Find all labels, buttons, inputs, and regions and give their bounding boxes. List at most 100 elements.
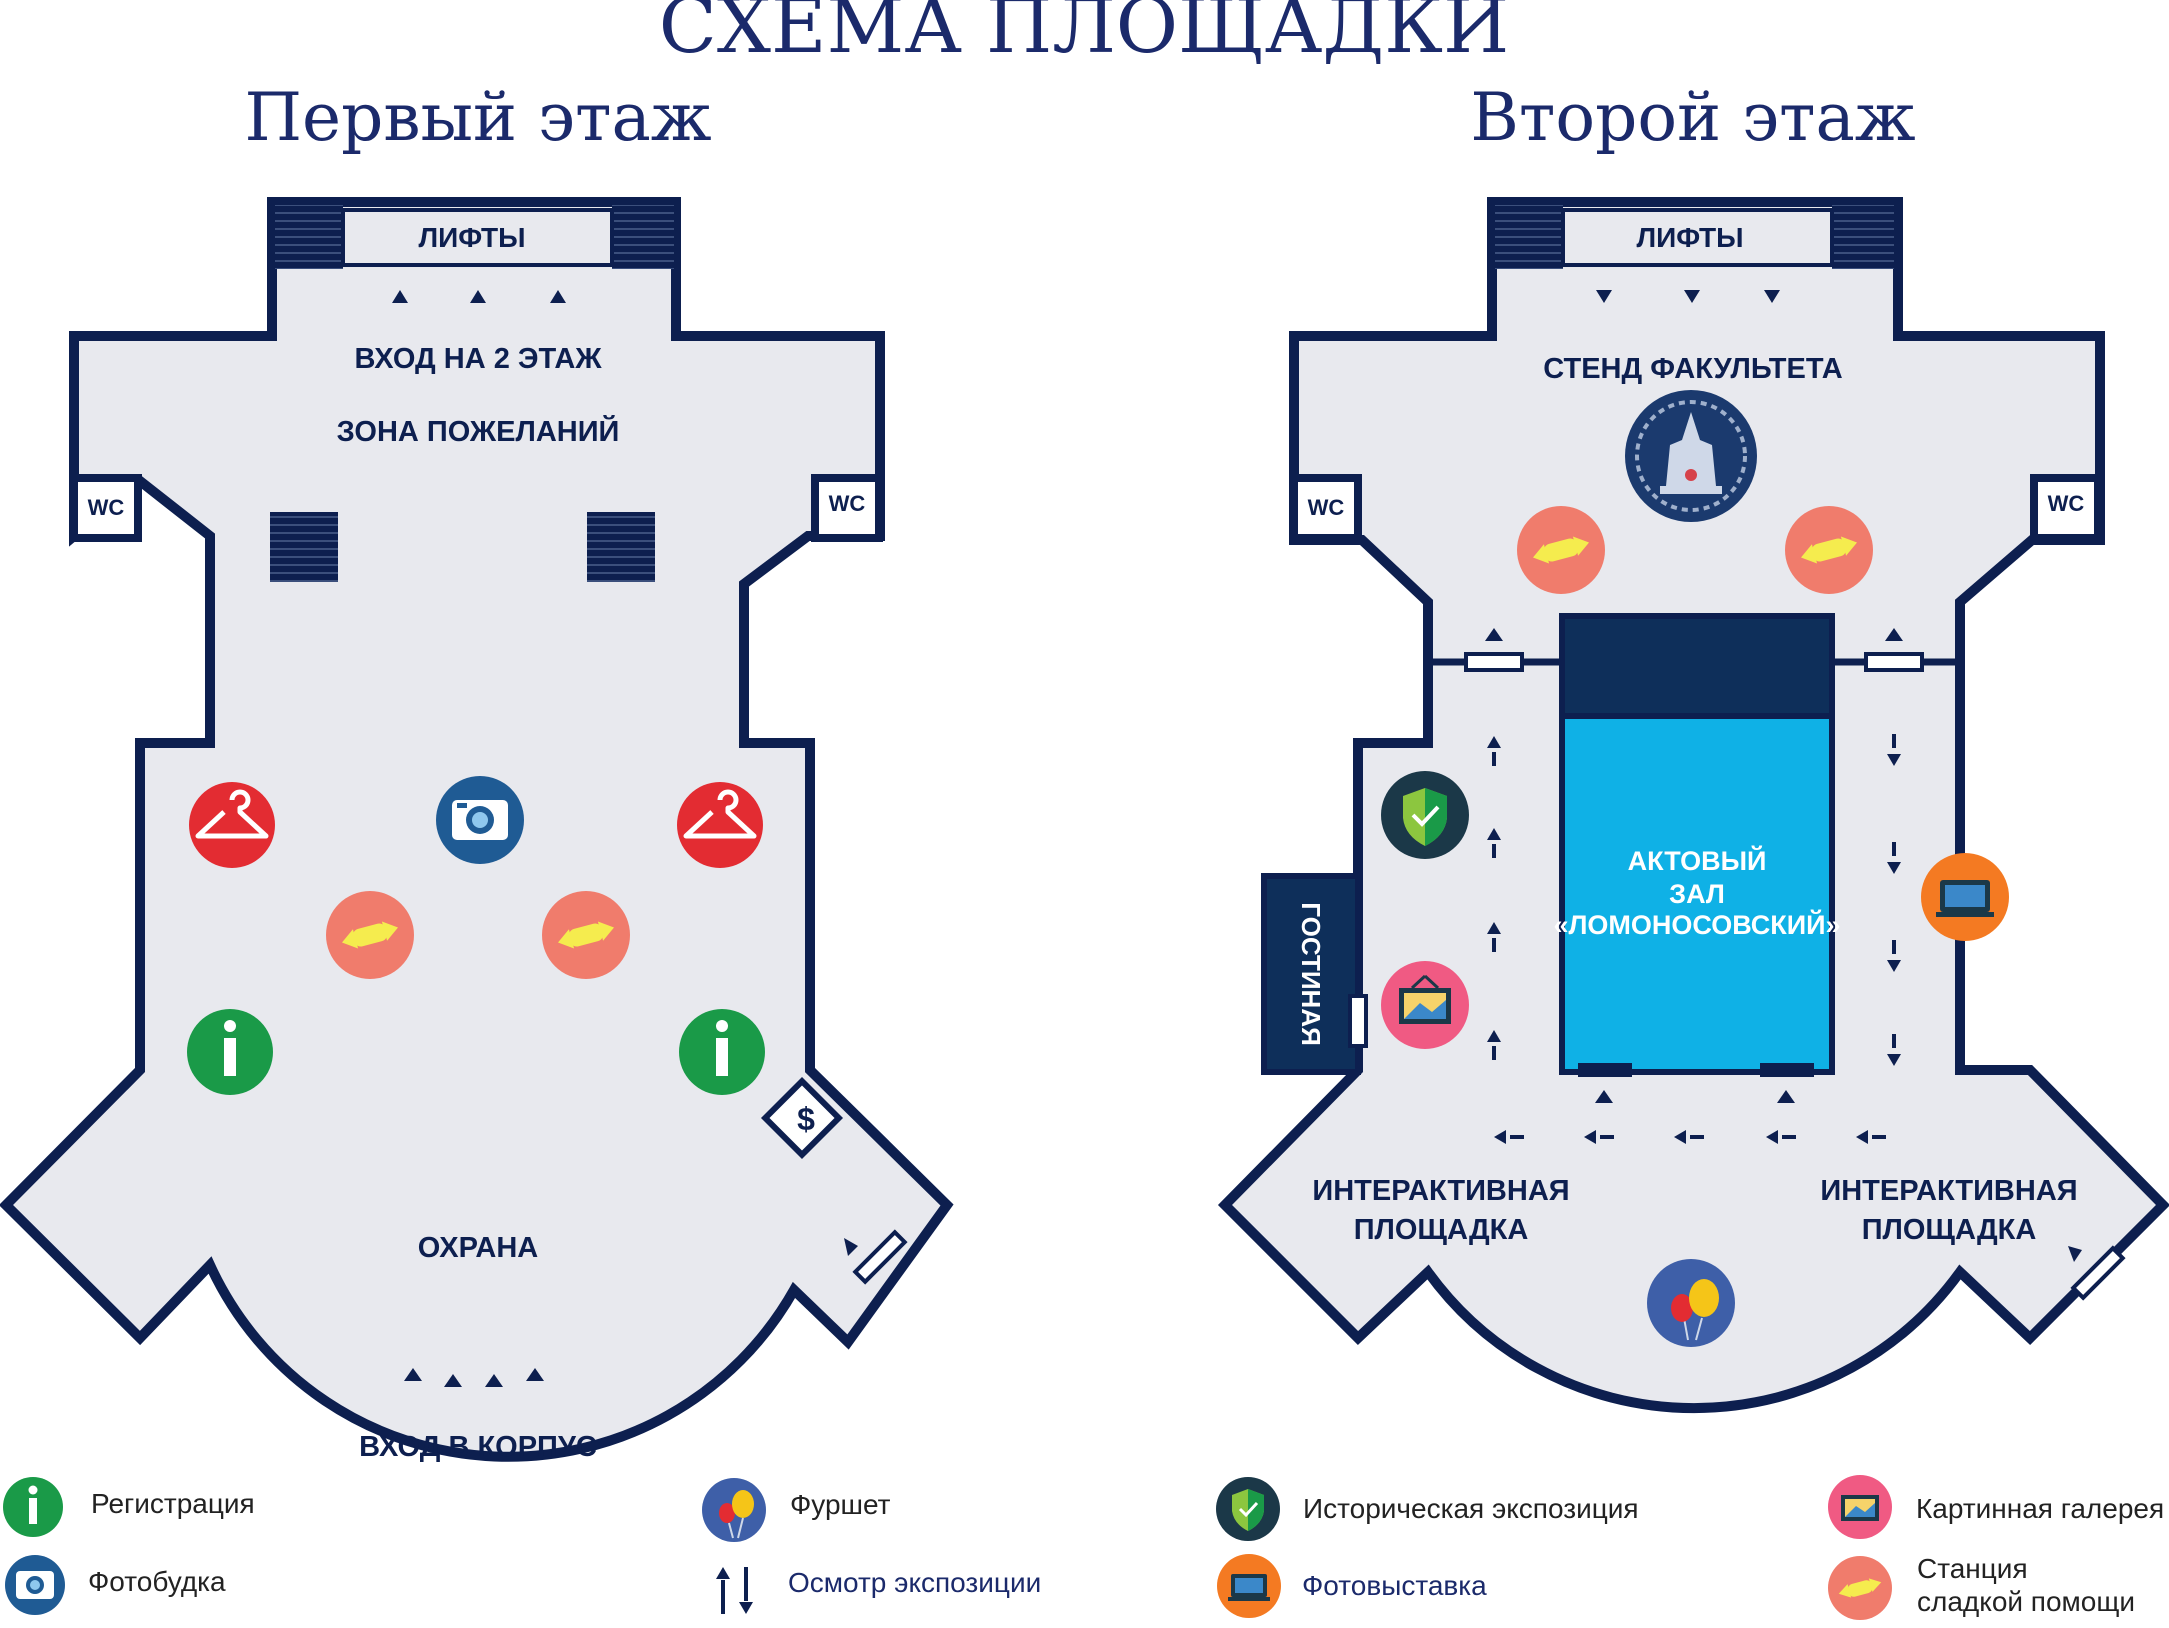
- floor1-arrow-up: [404, 1368, 422, 1381]
- floor1-arrow-up: [526, 1368, 544, 1381]
- floor1-stairs-left: [270, 512, 338, 582]
- floor1-security-label: ОХРАНА: [418, 1232, 538, 1264]
- floor2-side-arrow: [2068, 1246, 2082, 1262]
- floor2-heading: Второй этаж: [1470, 79, 1915, 156]
- candy-icon: [1785, 506, 1873, 594]
- candy-icon: [326, 891, 414, 979]
- legend-registration-label: Регистрация: [91, 1488, 255, 1519]
- floor2-wc-right-box: [2030, 474, 2102, 542]
- lounge-room: [1261, 873, 1361, 1075]
- floor2-door-right: [1864, 652, 1924, 672]
- floor2-door-left: [1464, 652, 1524, 672]
- cash-symbol: $: [797, 1101, 815, 1137]
- buffet-icon: [1647, 1259, 1735, 1347]
- floor1-arrow-up: [485, 1374, 503, 1387]
- floor1-wish-zone-label: ЗОНА ПОЖЕЛАНИЙ: [337, 414, 620, 448]
- floor1-wc-right-label: WC: [829, 491, 866, 516]
- legend-gallery-label: Картинная галерея: [1916, 1493, 2164, 1524]
- assembly-hall-label-3: «ЛОМОНОСОВСКИЙ»: [1553, 909, 1840, 940]
- floor2-arrow-up: [1595, 1090, 1613, 1103]
- photobooth-icon: [436, 776, 524, 864]
- floor1-heading: Первый этаж: [244, 79, 711, 156]
- photoexpo-icon: [1921, 853, 2009, 941]
- legend-tour-label: Осмотр экспозиции: [788, 1567, 1041, 1598]
- candy-icon: [542, 891, 630, 979]
- interactive-right-label-2: ПЛОЩАДКА: [1862, 1214, 2037, 1246]
- floor1-side-arrow: [844, 1238, 858, 1256]
- assembly-hall: [1559, 713, 1835, 1075]
- floor1-wc-left-box: [70, 474, 142, 542]
- floor1-lift-stripes-right: [612, 205, 674, 269]
- legend: Регистрация Фотобудка Фуршет Осмотр эксп…: [3, 1475, 2164, 1620]
- registration-icon: [679, 1009, 765, 1095]
- legend-candy-label-1: Станция: [1917, 1553, 2028, 1584]
- floor2-lifts-box: [1561, 208, 1834, 267]
- floor2-wc-right-label: WC: [2048, 491, 2085, 516]
- cash-point: $: [760, 1076, 844, 1160]
- floor1-arrow-up: [444, 1374, 462, 1387]
- floor2-arrow-up: [1885, 628, 1903, 641]
- assembly-hall-label-2: ЗАЛ: [1669, 879, 1725, 909]
- legend-buffet-icon: [702, 1478, 766, 1542]
- floor2-arrow-up: [1777, 1090, 1795, 1103]
- map-title: СХЕМА ПЛОЩАДКИ: [659, 0, 1509, 70]
- candy-icon: [1517, 506, 1605, 594]
- floor2-arrow-down: [1764, 290, 1780, 303]
- floor1-lift-stripes-left: [275, 205, 343, 269]
- wardrobe-icon: [677, 782, 763, 868]
- legend-photobooth-icon: [5, 1555, 65, 1615]
- legend-photoexpo-label: Фотовыставка: [1302, 1570, 1487, 1601]
- floor2-lift-stripes-left: [1495, 205, 1563, 269]
- legend-gallery-icon: [1828, 1475, 1892, 1539]
- lounge-label: ГОСТИНАЯ: [1296, 902, 1326, 1046]
- floor1-entry-2floor-label: ВХОД НА 2 ЭТАЖ: [354, 343, 602, 375]
- assembly-hall-door: [1578, 1063, 1632, 1077]
- assembly-hall-label-1: АКТОВЫЙ: [1628, 845, 1767, 876]
- floor1-plan: ЛИФТЫ ВХОД НА 2 ЭТАЖ ЗОНА ПОЖЕЛАНИЙ WC W…: [0, 197, 954, 1463]
- floor1-arrow-up: [550, 290, 566, 303]
- floor2-wc-left-label: WC: [1308, 495, 1345, 520]
- legend-history-label: Историческая экспозиция: [1303, 1493, 1639, 1524]
- history-icon: [1381, 771, 1469, 859]
- tour-arrows-left: [1487, 736, 1501, 1060]
- floor2-wc-left-box: [1290, 474, 1362, 542]
- tour-arrows-right: [1887, 734, 1901, 1066]
- interactive-left-label-2: ПЛОЩАДКА: [1354, 1214, 1529, 1246]
- floor1-side-door: [852, 1229, 908, 1285]
- legend-registration-icon: [3, 1477, 63, 1537]
- legend-photoexpo-icon: [1217, 1554, 1281, 1618]
- gallery-icon: [1381, 961, 1469, 1049]
- floor1-lifts-box: [341, 208, 614, 267]
- legend-history-icon: [1216, 1477, 1280, 1541]
- floor1-stairs-right: [587, 512, 655, 582]
- floor2-plan: ЛИФТЫ СТЕНД ФАКУЛЬТЕТА WC WC: [1217, 197, 2169, 1414]
- tour-arrows-bottom: [1494, 1130, 1886, 1144]
- floor1-wc-left-label: WC: [88, 495, 125, 520]
- floor2-arrow-down: [1596, 290, 1612, 303]
- wardrobe-icon: [189, 782, 275, 868]
- faculty-emblem-icon: [1625, 390, 1757, 522]
- floor1-lifts-label: ЛИФТЫ: [418, 222, 525, 253]
- assembly-hall-stage: [1559, 613, 1835, 719]
- legend-photobooth-label: Фотобудка: [88, 1566, 226, 1597]
- floor1-arrow-up: [392, 290, 408, 303]
- legend-buffet-label: Фуршет: [790, 1489, 891, 1520]
- floor2-arrow-down: [1684, 290, 1700, 303]
- legend-candy-label-2: сладкой помощи: [1917, 1586, 2135, 1617]
- floor2-lifts-label: ЛИФТЫ: [1636, 222, 1743, 253]
- interactive-right-label-1: ИНТЕРАКТИВНАЯ: [1820, 1175, 2077, 1207]
- assembly-hall-door: [1760, 1063, 1814, 1077]
- registration-icon: [187, 1009, 273, 1095]
- floor1-entrance-label: ВХОД В КОРПУС: [359, 1431, 597, 1463]
- lounge-door: [1348, 994, 1368, 1048]
- legend-candy-icon: [1828, 1556, 1892, 1620]
- floor2-side-door: [2070, 1245, 2126, 1301]
- floor2-faculty-stand-label: СТЕНД ФАКУЛЬТЕТА: [1543, 353, 1842, 385]
- floor1-arrow-up: [470, 290, 486, 303]
- legend-tour-icon: [716, 1567, 753, 1614]
- floor2-lift-stripes-right: [1832, 205, 1894, 269]
- interactive-left-label-1: ИНТЕРАКТИВНАЯ: [1312, 1175, 1569, 1207]
- floor1-wc-right-box: [811, 474, 883, 542]
- floor2-arrow-up: [1485, 628, 1503, 641]
